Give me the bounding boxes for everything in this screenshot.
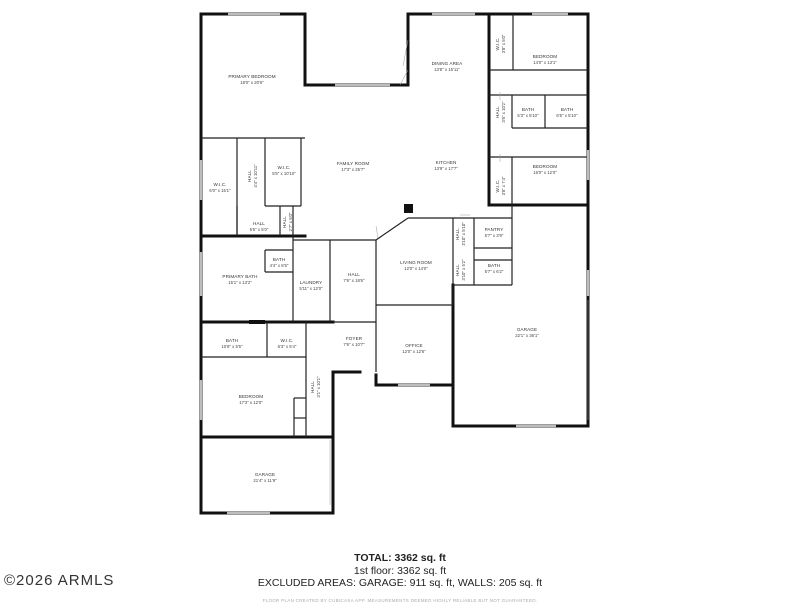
floor-area: 1st floor: 3362 sq. ft — [353, 564, 447, 577]
room-label-dims: 5'7" x 3'9" — [485, 233, 504, 238]
room-label-dims: 14'0" x 13'1" — [533, 60, 557, 65]
room-label-dims: 6'5" x 5'10" — [556, 113, 578, 118]
room-label-dims: 7'6" x 10'7" — [343, 342, 365, 347]
room-label-dims: 21'4" x 11'9" — [253, 478, 277, 483]
total-area: TOTAL: 3362 sq. ft — [354, 552, 446, 564]
room-label-name: FAMILY ROOM — [337, 161, 370, 166]
room-label-name: HALL — [348, 272, 360, 277]
room-label-name: LIVING ROOM — [400, 260, 432, 265]
details — [249, 39, 589, 505]
room-label-dims: 3'8" x 5'0" — [501, 34, 506, 53]
room-label-name: BEDROOM — [239, 394, 264, 399]
room-label-dims: 2'7" x 5'0" — [288, 212, 293, 231]
room-label-dims: 13'9" x 17'7" — [434, 166, 458, 171]
room-label-name: PANTRY — [485, 227, 504, 232]
room-label-dims: 5'3" x 5'10" — [517, 113, 539, 118]
area-summary: TOTAL: 3362 sq. ft 1st floor: 3362 sq. f… — [0, 552, 800, 590]
room-label-name: HALL — [455, 228, 460, 240]
room-label-name: PRIMARY BATH — [222, 274, 257, 279]
room-label-dims: 3'10" x 5'2" — [461, 259, 466, 281]
room-label-dims: 4'4" x 10'11" — [253, 164, 258, 188]
room-label-dims: 3'10" x 5'10" — [461, 222, 466, 246]
exterior-walls — [199, 12, 590, 515]
room-label-name: GARAGE — [255, 472, 275, 477]
room-label-name: KITCHEN — [436, 160, 457, 165]
room-label-dims: 15'1" x 13'2" — [228, 280, 252, 285]
room-label-dims: 5'7" x 6'2" — [485, 269, 504, 274]
room-label-name: W.I.C. — [280, 338, 293, 343]
windows — [199, 12, 590, 515]
room-label-dims: 5'11" x 12'0" — [299, 286, 323, 291]
room-label-dims: 5'6" x 5'0" — [250, 227, 269, 232]
room-label-dims: 6'3" x 5'4" — [278, 344, 297, 349]
room-label-dims: 22'1" x 36'1" — [515, 333, 539, 338]
room-label-name: OFFICE — [405, 343, 422, 348]
interior-walls — [201, 14, 588, 437]
room-label-name: DINING AREA — [432, 61, 464, 66]
room-label-name: BATH — [561, 107, 573, 112]
room-label-name: FOYER — [346, 336, 363, 341]
room-label-dims: 17'3" x 12'0" — [239, 400, 263, 405]
room-label-name: BATH — [522, 107, 534, 112]
room-label-name: BATH — [488, 263, 500, 268]
room-label-dims: 7'6" x 18'6" — [343, 278, 365, 283]
excluded-areas: EXCLUDED AREAS: GARAGE: 911 sq. ft, WALL… — [257, 577, 543, 589]
floor-plan: PRIMARY BEDROOM 18'0" x 20'6" DINING ARE… — [199, 12, 590, 515]
room-label-dims: 12'0" x 12'6" — [402, 349, 426, 354]
room-label-name: BEDROOM — [533, 164, 558, 169]
room-label-dims: 3'6" x 10'2" — [501, 101, 506, 123]
disclaimer: FLOOR PLAN CREATED BY CUBICASA APP. MEAS… — [262, 598, 538, 603]
room-label-dims: 4'4" x 6'5" — [270, 263, 289, 268]
watermark: ©2026 ARMLS — [4, 572, 115, 589]
room-label-name: BEDROOM — [533, 54, 558, 59]
room-label-name: W.I.C. — [495, 37, 500, 50]
room-label-dims: 16'0" x 12'0" — [533, 170, 557, 175]
room-label-name: HALL — [282, 216, 287, 228]
room-label-name: GARAGE — [517, 327, 537, 332]
room-label-name: HALL — [455, 264, 460, 276]
room-label-name: W.I.C. — [495, 179, 500, 192]
room-label-name: PRIMARY BEDROOM — [228, 74, 275, 79]
room-label-name: W.I.C. — [277, 165, 290, 170]
room-label-name: HALL — [495, 106, 500, 118]
room-label-name: HALL — [310, 381, 315, 393]
room-label-dims: 3'1" x 10'1" — [316, 376, 321, 398]
room-label-dims: 18'0" x 20'6" — [240, 80, 264, 85]
room-label-name: BATH — [273, 257, 285, 262]
room-label-name: HALL — [247, 170, 252, 182]
room-label-dims: 17'3" x 25'7" — [341, 167, 365, 172]
room-label-dims: 5'5" x 10'10" — [272, 171, 296, 176]
room-label-name: HALL — [253, 221, 265, 226]
room-label-dims: 3'8" x 7'4" — [501, 176, 506, 195]
room-label-dims: 12'0" x 14'0" — [404, 266, 428, 271]
room-label-name: W.I.C. — [213, 182, 226, 187]
room-label-dims: 6'0" x 15'1" — [209, 188, 231, 193]
room-label-dims: 13'8" x 15'11" — [434, 67, 460, 72]
room-labels: PRIMARY BEDROOM 18'0" x 20'6" DINING ARE… — [209, 34, 578, 483]
room-label-name: LAUNDRY — [300, 280, 323, 285]
room-label-name: BATH — [226, 338, 238, 343]
room-label-dims: 10'8" x 5'5" — [221, 344, 243, 349]
